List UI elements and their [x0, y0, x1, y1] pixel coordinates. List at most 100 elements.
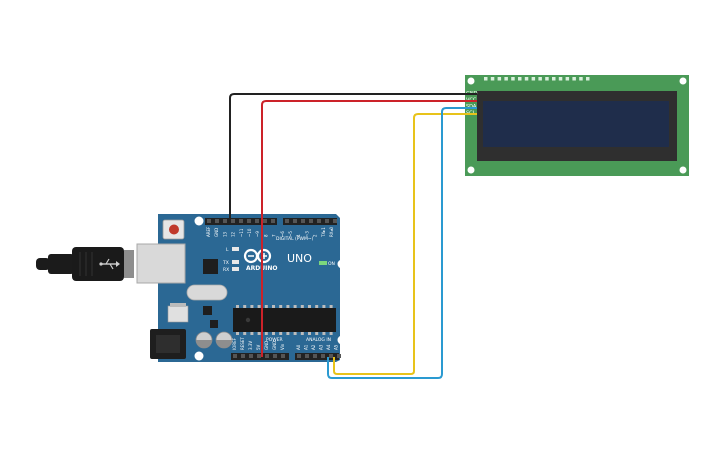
wire-scl[interactable]: [327, 107, 477, 379]
digital-pin-label: ~11: [239, 228, 244, 237]
lcd-pad: [586, 77, 590, 81]
lcd-top-pads: [484, 77, 590, 81]
header-socket[interactable]: [255, 219, 259, 223]
header-socket[interactable]: [313, 354, 317, 358]
led-on-label: ON: [328, 261, 335, 267]
chip-leg: [315, 305, 319, 308]
header-socket[interactable]: [305, 354, 309, 358]
chip-leg: [250, 332, 254, 335]
usb-cable-tail: [36, 258, 50, 270]
header-socket[interactable]: [309, 219, 313, 223]
lcd-pad: [545, 77, 549, 81]
chip-leg: [322, 332, 326, 335]
led-tx: [232, 260, 239, 264]
header-socket[interactable]: [285, 219, 289, 223]
power-pin-label: GND: [272, 341, 277, 350]
header-socket[interactable]: [263, 219, 267, 223]
wire-sda[interactable]: [333, 113, 477, 375]
header-socket[interactable]: [297, 354, 301, 358]
digital-pin-label: ~5: [288, 231, 293, 237]
chip-leg: [257, 332, 261, 335]
header-socket[interactable]: [247, 219, 251, 223]
analog-pin-label: A0: [296, 344, 301, 350]
digital-pin-label: ~3: [304, 231, 309, 237]
chip-leg: [236, 332, 239, 335]
mount-hole: [467, 166, 475, 174]
power-label: POWER: [266, 337, 283, 343]
header-socket[interactable]: [329, 354, 333, 358]
header-socket[interactable]: [317, 219, 321, 223]
header-socket[interactable]: [293, 219, 297, 223]
header-socket[interactable]: [273, 354, 277, 358]
chip-leg: [322, 305, 326, 308]
header-socket[interactable]: [321, 354, 325, 358]
voltage-regulator: [167, 305, 189, 323]
lcd-pad: [518, 77, 522, 81]
header-socket[interactable]: [207, 219, 211, 223]
analog-pin-label: A5: [334, 344, 339, 350]
usb-icon: [99, 258, 120, 270]
header-socket[interactable]: [223, 219, 227, 223]
wire-gnd[interactable]: [229, 93, 477, 220]
mount-hole: [337, 335, 347, 345]
chip-leg: [243, 332, 247, 335]
led-l-label: L: [226, 247, 229, 253]
header-socket[interactable]: [231, 219, 235, 223]
header-socket[interactable]: [301, 219, 305, 223]
lcd-pad: [531, 77, 536, 81]
wire-vcc[interactable]: [261, 100, 477, 357]
usb-cable[interactable]: [36, 247, 134, 281]
header-socket[interactable]: [337, 354, 341, 358]
mount-hole: [194, 351, 204, 361]
power-pin-label: RESET: [240, 337, 245, 350]
header-socket[interactable]: [271, 219, 275, 223]
analog-pin-label: A2: [311, 344, 316, 350]
chip-leg: [329, 332, 333, 335]
mount-hole: [337, 259, 347, 269]
header-socket[interactable]: [333, 219, 337, 223]
led-rx-label: RX: [223, 267, 229, 273]
digital-pin-label: 2: [313, 234, 318, 237]
power-pin-label: IOREF: [232, 337, 237, 350]
lcd-pad: [490, 77, 495, 81]
chip-leg: [300, 332, 304, 335]
chip-leg: [300, 305, 304, 308]
chip-leg: [279, 305, 283, 308]
chip-leg: [308, 332, 311, 335]
chip-leg: [293, 305, 297, 308]
crystal-oscillator: [186, 284, 228, 301]
header-socket[interactable]: [249, 354, 253, 358]
usb-b-socket[interactable]: [136, 243, 186, 284]
chip-leg: [293, 332, 297, 335]
chip-leg: [272, 332, 275, 335]
digital-pin-label: 8: [263, 234, 268, 237]
header-socket[interactable]: [241, 354, 245, 358]
header-socket[interactable]: [265, 354, 269, 358]
usb-cable-strain: [48, 254, 74, 274]
analog-pin-label: A4: [326, 344, 331, 350]
wires: [229, 93, 477, 379]
chip-leg: [272, 305, 275, 308]
led-on: [319, 261, 327, 265]
header-socket[interactable]: [215, 219, 219, 223]
lcd-pad: [579, 77, 583, 81]
digital-pin-label: GND: [214, 228, 219, 237]
digital-pin-label: 7: [272, 234, 277, 237]
lcd-screen: [483, 101, 669, 147]
chip-leg: [257, 305, 261, 308]
chip-legs: [236, 305, 333, 335]
header-socket[interactable]: [233, 354, 237, 358]
header-socket[interactable]: [325, 219, 329, 223]
digital-pin-label: ~6: [280, 231, 285, 237]
analog-pin-label: A3: [319, 344, 324, 350]
mount-hole: [467, 77, 475, 85]
lcd-pad: [511, 77, 515, 81]
lcd-pad: [504, 77, 508, 81]
arduino-logo-icon: [243, 248, 272, 264]
header-socket[interactable]: [239, 219, 243, 223]
header-socket[interactable]: [281, 354, 285, 358]
header-socket[interactable]: [257, 354, 261, 358]
power-pin-label: GND: [264, 341, 269, 350]
